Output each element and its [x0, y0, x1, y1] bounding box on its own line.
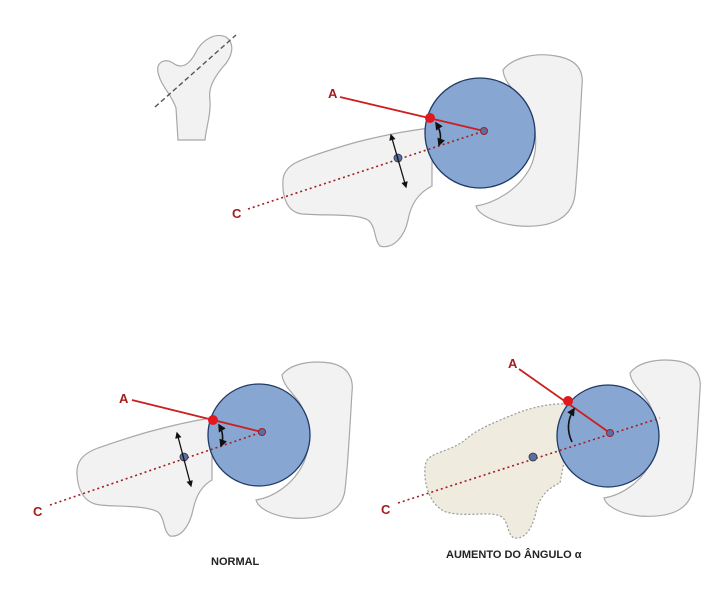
axis-c-increased: [397, 417, 661, 504]
femoral-neck-normal: [76, 417, 213, 537]
alpha-angle-arrow-top: [435, 121, 445, 147]
femoral-head-top: [424, 77, 536, 189]
label-c-increased: C: [381, 502, 391, 517]
caption-increased-alpha-angle: AUMENTO DO ÂNGULO α: [446, 549, 582, 561]
neck-midpoint-dot-increased: [528, 452, 538, 462]
caption-normal: NORMAL: [211, 556, 260, 568]
femoral-head-normal: [207, 383, 311, 487]
label-a-top: A: [328, 86, 338, 101]
head-center-dot-increased: [606, 429, 614, 437]
neck-width-arrow-top: [389, 133, 408, 189]
reference-femur-thumbnail: [154, 34, 237, 141]
label-a-increased: A: [508, 356, 518, 371]
axis-c-top: [247, 130, 485, 210]
increased-angle-hip-diagram: A C: [381, 356, 701, 539]
head-center-dot-normal: [258, 428, 266, 436]
normal-hip-diagram: A C: [33, 361, 353, 537]
alpha-angle-arrow-increased: [567, 407, 575, 443]
line-a-normal: [131, 399, 263, 433]
head-center-dot-top: [480, 127, 488, 135]
label-c-top: C: [232, 206, 242, 221]
neck-width-arrow-normal: [175, 431, 193, 488]
label-a-normal: A: [119, 391, 129, 406]
top-hip-diagram: A C: [232, 54, 583, 248]
reference-femur-outline: [157, 34, 233, 141]
point-a-dot-increased: [563, 396, 573, 406]
point-a-dot-top: [425, 113, 435, 123]
reference-cut-line: [154, 34, 237, 108]
point-a-dot-normal: [208, 415, 218, 425]
line-a-top: [339, 96, 485, 132]
femoral-neck-cam: [424, 403, 576, 539]
femoral-neck-top: [282, 127, 433, 248]
label-c-normal: C: [33, 504, 43, 519]
alpha-angle-arrow-normal: [218, 423, 227, 448]
